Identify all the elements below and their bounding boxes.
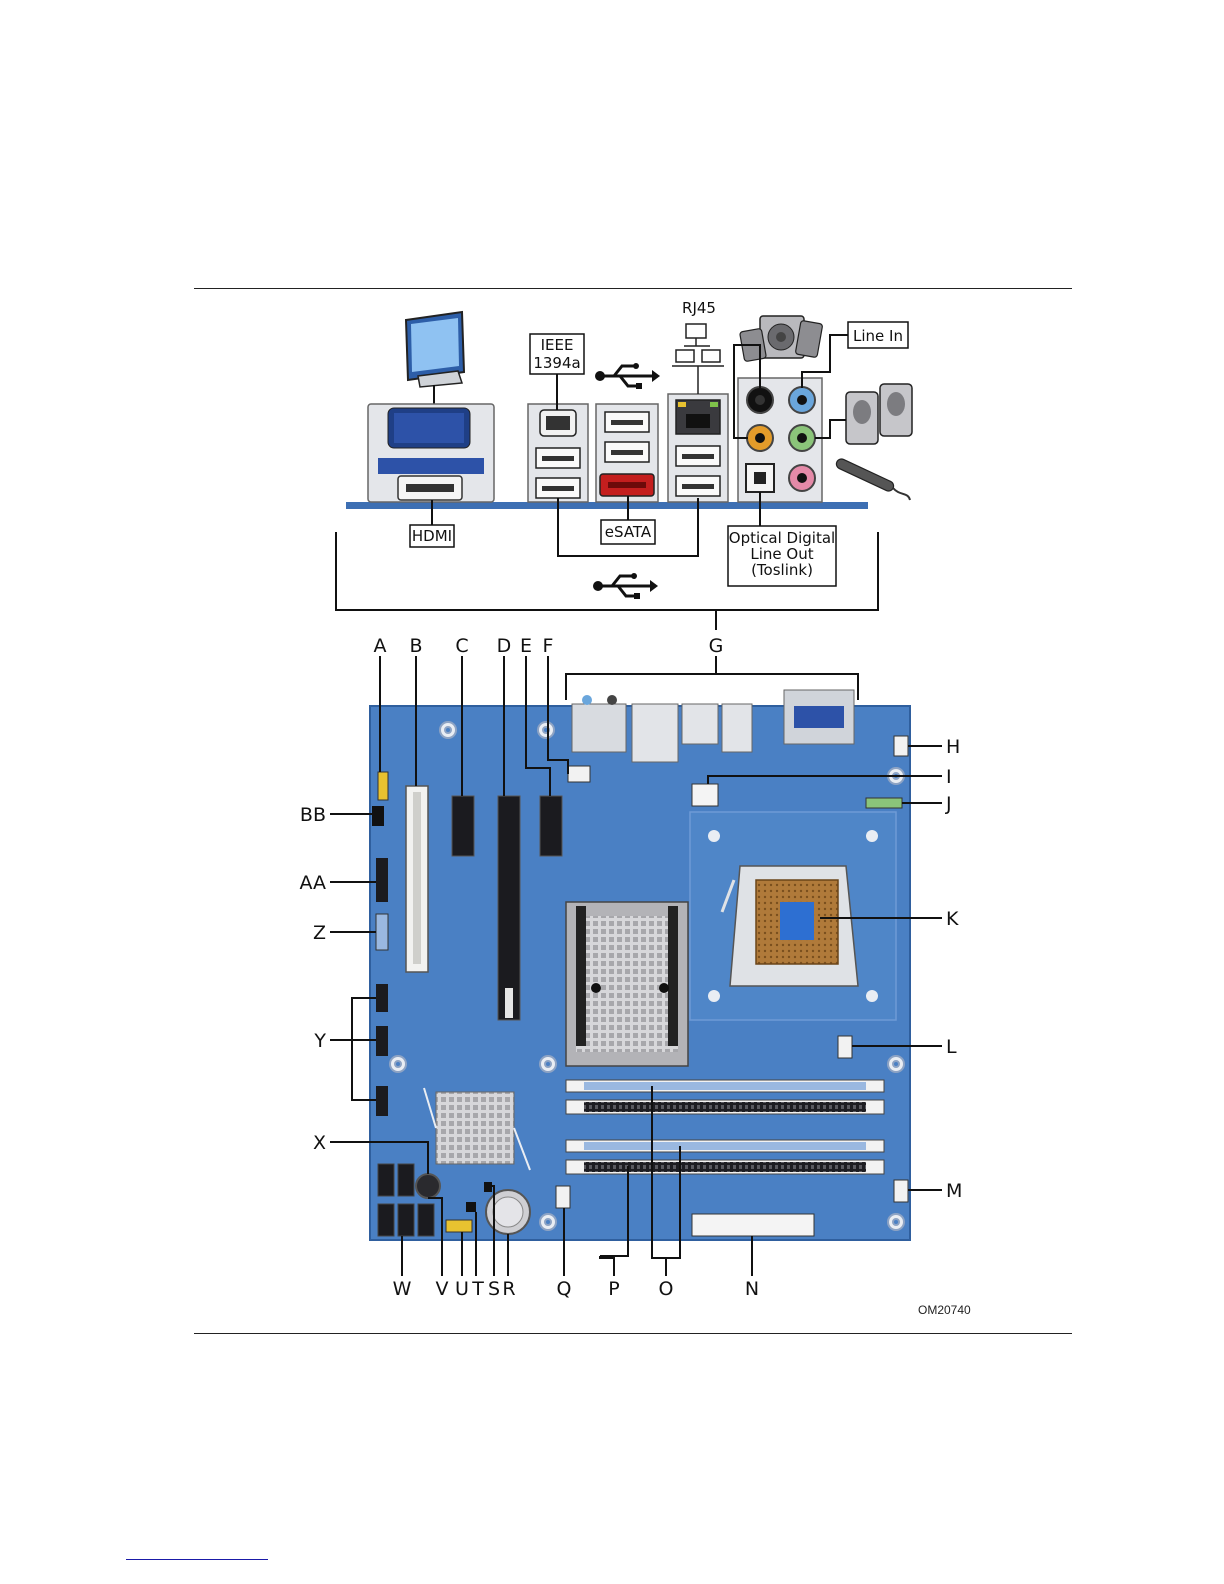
jumper-block — [372, 806, 384, 826]
callout-v: V — [436, 1278, 449, 1300]
line-in-label: Line In — [853, 327, 903, 345]
usb-header — [376, 984, 388, 1012]
callout-p: P — [608, 1278, 619, 1300]
pcie-x1-slot — [452, 796, 474, 856]
callout-s: S — [488, 1278, 500, 1300]
callout-r: R — [502, 1278, 515, 1300]
callout-g: G — [709, 635, 724, 657]
callout-c: C — [455, 635, 468, 657]
jumper-block — [446, 1220, 472, 1232]
usb-esata-stack — [596, 404, 658, 502]
callout-q: Q — [557, 1278, 572, 1300]
usb-header — [376, 1086, 388, 1116]
ich-heatsink — [436, 1092, 514, 1164]
jumper-block — [466, 1202, 476, 1212]
callout-f: F — [543, 635, 554, 657]
serial-header — [376, 858, 388, 902]
usb-1394-stack — [528, 404, 588, 502]
callout-m: M — [946, 1180, 962, 1202]
header-j — [866, 798, 902, 808]
dvi-hdmi-bracket — [368, 404, 494, 502]
callout-b: B — [409, 635, 422, 657]
hdmi-label: HDMI — [412, 527, 452, 545]
ieee-label: IEEE — [541, 336, 574, 354]
chipset-heatsink — [566, 902, 688, 1066]
speakers-icon — [846, 384, 912, 444]
back-panel-plate — [346, 502, 868, 509]
esata-label: eSATA — [605, 523, 652, 541]
pcie-x1-slot — [540, 796, 562, 856]
callout-l: L — [946, 1036, 957, 1058]
callout-z: Z — [313, 922, 326, 944]
callout-h: H — [946, 736, 960, 758]
pcie-x16-slot — [498, 796, 520, 1020]
callout-o: O — [659, 1278, 674, 1300]
usb-icon — [593, 573, 658, 599]
motherboard — [370, 690, 910, 1240]
callout-j: J — [945, 793, 952, 815]
front-panel-header — [378, 772, 388, 800]
usb-icon — [595, 363, 660, 389]
ieee-1394a-label: 1394a — [533, 354, 580, 372]
onboard-speaker — [416, 1174, 440, 1198]
cpu-fan-header — [838, 1036, 852, 1058]
fan-header — [568, 766, 590, 782]
monitor-icon — [406, 312, 464, 404]
callout-bb: BB — [300, 804, 326, 826]
callout-e: E — [520, 635, 532, 657]
callout-y: Y — [313, 1030, 326, 1052]
callout-w: W — [393, 1278, 412, 1300]
callout-u: U — [455, 1278, 469, 1300]
bottom-rule — [194, 1333, 1072, 1334]
lan-usb-stack — [668, 394, 728, 502]
callout-a: A — [374, 635, 387, 657]
atx-main-power-connector — [692, 1214, 814, 1236]
speakers-icon — [740, 316, 823, 362]
callout-k: K — [946, 908, 959, 930]
network-icon — [672, 324, 724, 394]
cpu-socket — [690, 812, 896, 1020]
rj45-label: RJ45 — [682, 299, 716, 317]
header-m — [894, 1180, 908, 1202]
callout-n: N — [745, 1278, 759, 1300]
callout-i: I — [946, 766, 952, 788]
callout-d: D — [497, 635, 512, 657]
optical-label-3: (Toslink) — [751, 561, 813, 579]
callout-aa: AA — [299, 872, 326, 894]
usb-header — [376, 1026, 388, 1056]
atx12v-connector — [692, 784, 718, 806]
back-panel: RJ45 IEEE 1394a Line In HDMI eSATA Optic… — [336, 299, 912, 630]
microphone-icon — [835, 457, 910, 500]
front-audio-header — [376, 914, 388, 950]
system-fan-header — [556, 1186, 570, 1208]
audio-stack — [738, 378, 822, 502]
figure-id: OM20740 — [918, 1303, 971, 1317]
callout-t: T — [471, 1278, 484, 1300]
callout-x: X — [313, 1132, 326, 1154]
footnote-separator — [126, 1559, 268, 1560]
header-h — [894, 736, 908, 756]
